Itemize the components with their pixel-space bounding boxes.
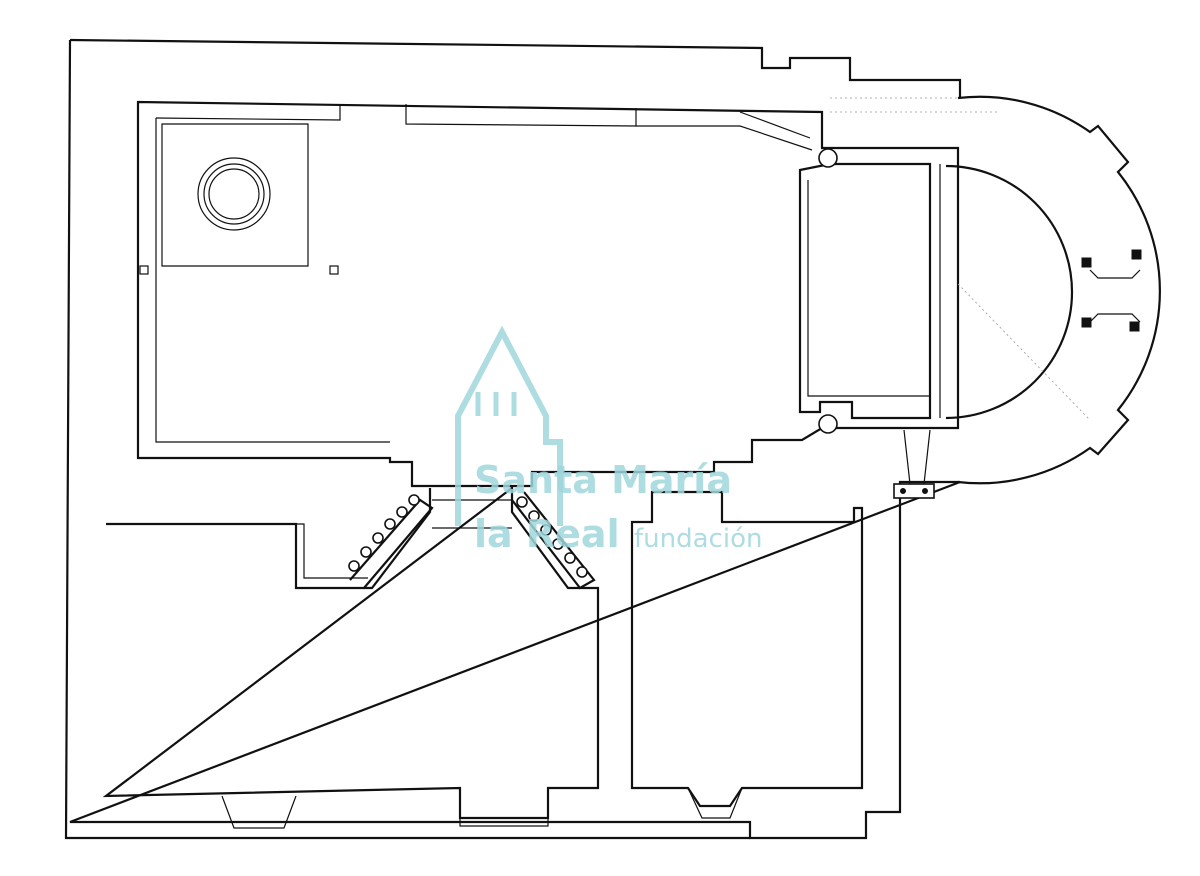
doorway-right <box>687 787 743 819</box>
watermark-title: Santa María <box>474 458 732 502</box>
watermark-foundation: fundación <box>634 524 763 554</box>
doorway-left <box>221 795 297 829</box>
watermark-subtitle: la Real <box>474 512 620 556</box>
outer-wall <box>69 38 962 840</box>
lower-right-room <box>630 490 864 808</box>
chancel-room <box>798 162 932 420</box>
baptismal-font <box>197 157 271 231</box>
nave-room <box>136 100 960 488</box>
staircase-left <box>348 494 434 589</box>
staircase-right <box>511 491 596 590</box>
pillar-marker <box>329 265 339 275</box>
church-logo-icon <box>455 325 563 526</box>
apse-inner <box>945 164 1074 420</box>
pillar-marker <box>139 265 149 275</box>
apse-outer <box>957 95 1161 485</box>
foundation-watermark: Santa María la Real fundación <box>438 325 778 566</box>
lower-left-room <box>102 485 600 820</box>
